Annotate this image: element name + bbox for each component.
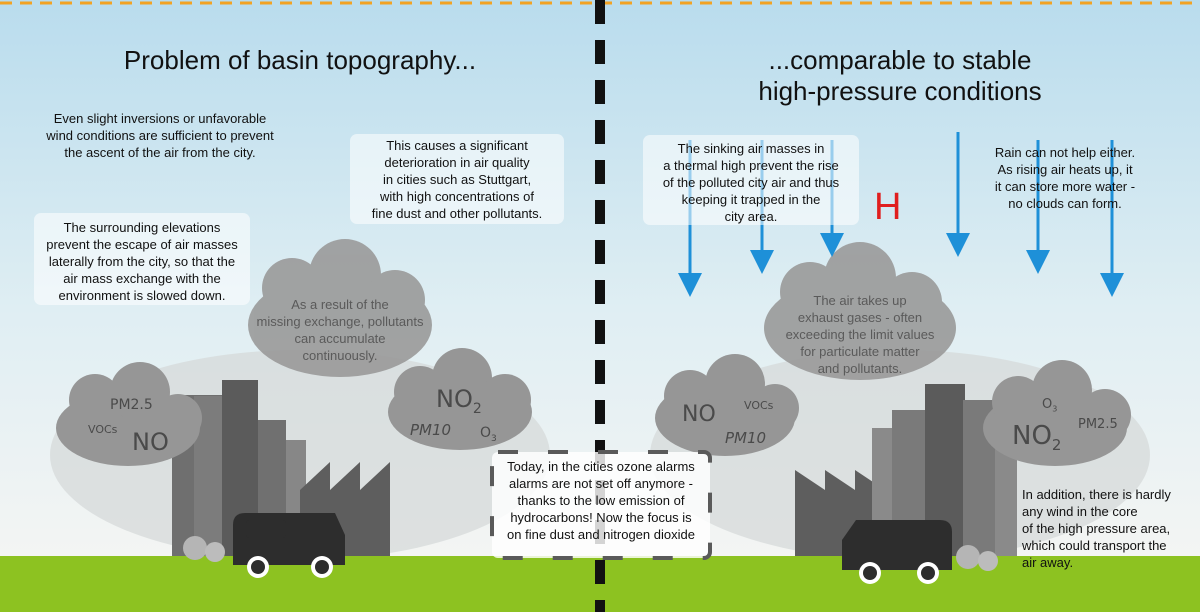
- box-elevations: [34, 213, 250, 305]
- text-sinking: The sinking air masses in a thermal high…: [662, 141, 840, 224]
- text-elevations: The surrounding elevations prevent the e…: [46, 220, 238, 303]
- cloud-no-right: [655, 354, 799, 456]
- left-no2-sub: 2: [472, 400, 482, 417]
- cloud-no2-left: [388, 348, 532, 450]
- box-sinking: [643, 135, 859, 225]
- right-title: ...comparable to stable high-pressure co…: [758, 45, 1042, 106]
- left-vocs-label: VOCs: [88, 423, 118, 436]
- text-wind: In addition, there is hardly any wind in…: [1022, 487, 1171, 570]
- left-car: [183, 513, 345, 578]
- left-o3-sub: 3: [491, 433, 497, 444]
- text-rain: Rain can not help either. As rising air …: [994, 145, 1136, 211]
- left-o3-label: O3: [480, 425, 497, 444]
- left-no2-main: NO: [436, 385, 473, 413]
- left-pm25-label: PM2.5: [110, 397, 153, 413]
- left-title: Problem of basin topography...: [123, 45, 477, 75]
- ozone-box-frame: [490, 450, 712, 560]
- right-o3-main: O: [1042, 397, 1053, 412]
- text-ozone: Today, in the cities ozone alarms alarms…: [507, 459, 695, 542]
- left-city-buildings: [172, 380, 390, 560]
- left-no2-label: NO2: [436, 385, 482, 417]
- cloud-exchange-text: As a result of the missing exchange, pol…: [256, 297, 424, 363]
- right-car: [842, 520, 998, 584]
- box-causes: [350, 134, 564, 224]
- right-no-label: NO: [682, 402, 716, 427]
- cloud-exhaust: [764, 242, 956, 380]
- right-no2-main: NO: [1012, 421, 1052, 451]
- text-inversion: Even slight inversions or unfavorable wi…: [46, 111, 274, 160]
- cloud-exhaust-text: The air takes up exhaust gases - often e…: [785, 293, 935, 376]
- left-pm10-label: PM10: [410, 421, 452, 439]
- left-no-label: NO: [132, 428, 169, 456]
- left-o3-main: O: [480, 425, 492, 441]
- cloud-pm25-left: [56, 362, 202, 466]
- right-pm25-label: PM2.5: [1078, 417, 1118, 432]
- right-no2-label: NO2: [1012, 421, 1061, 454]
- right-pm10-label: PM10: [725, 429, 767, 447]
- right-o3-sub: 3: [1052, 404, 1058, 414]
- text-causes: This causes a significant deterioration …: [371, 138, 543, 221]
- high-pressure-h: H: [874, 186, 902, 228]
- right-vocs-label: VOCs: [744, 399, 774, 412]
- right-o3-label: O3: [1042, 397, 1057, 414]
- cloud-no2-right: [983, 360, 1131, 466]
- right-no2-sub: 2: [1051, 436, 1062, 455]
- cloud-exchange: [248, 239, 432, 377]
